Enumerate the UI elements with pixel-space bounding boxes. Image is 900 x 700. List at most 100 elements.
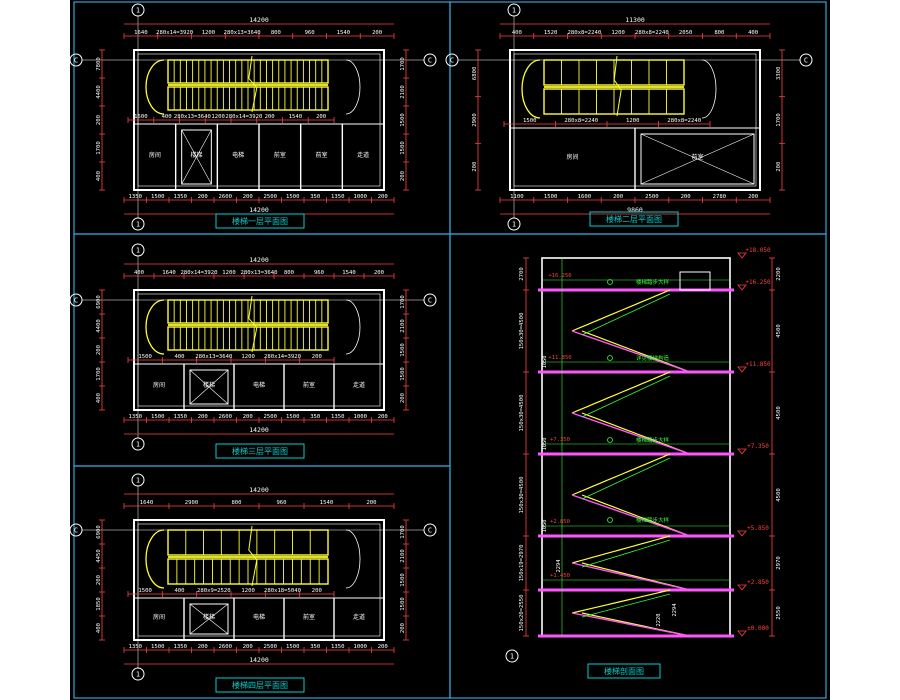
outer-wall bbox=[133, 289, 385, 411]
room-label: 房间 bbox=[566, 153, 578, 161]
dimension-text: 350 bbox=[310, 644, 320, 650]
dimension-text: 1640 bbox=[134, 30, 147, 36]
room-label: 电梯 bbox=[253, 381, 265, 389]
level-marker bbox=[737, 530, 747, 537]
dimension-text: 200 bbox=[378, 644, 388, 650]
section-right-dim-text: 4500 bbox=[776, 324, 782, 337]
dimension-text: 400 bbox=[134, 270, 144, 276]
dimension-text: 1000 bbox=[354, 194, 367, 200]
section-right-dim-text: 2550 bbox=[776, 606, 782, 619]
elevator-cross bbox=[189, 369, 229, 405]
axis-bottom-bubble-label: 1 bbox=[136, 671, 140, 679]
dimension-text: 1540 bbox=[320, 500, 333, 506]
dimension-text: 1500 bbox=[286, 194, 299, 200]
dimension-text: 960 bbox=[314, 270, 324, 276]
dimension-text: 280x13=3640 bbox=[195, 354, 232, 360]
stair-slab bbox=[571, 562, 691, 591]
section-title: 楼梯剖面图 bbox=[604, 666, 644, 676]
level-text: +5.850 bbox=[747, 525, 769, 532]
section-right-dim-text: 4500 bbox=[776, 406, 782, 419]
dimension-text: 1500 bbox=[523, 118, 536, 124]
section-axis-circle bbox=[505, 649, 519, 663]
note-marker bbox=[607, 437, 613, 443]
dimension-text: 280x14=3920 bbox=[180, 270, 217, 276]
room-label: 电梯 bbox=[232, 151, 244, 159]
room-label: 房间 bbox=[149, 151, 161, 159]
dimension-text: 1540 bbox=[337, 30, 350, 36]
dimension-text: 200 bbox=[312, 354, 322, 360]
dimension-text: 1500 bbox=[286, 414, 299, 420]
dimension-text: 400 bbox=[512, 30, 522, 36]
room-label: 走道 bbox=[353, 613, 365, 621]
dimension-text: 200 bbox=[243, 194, 253, 200]
left-level-text: +16.250 bbox=[548, 273, 571, 279]
dimension-text: 200 bbox=[96, 115, 102, 125]
plan-title: 楼梯四层平面图 bbox=[232, 680, 288, 690]
level-marker bbox=[737, 284, 747, 291]
dimension-text: 400 bbox=[174, 588, 184, 594]
dimension-text: 2900 bbox=[472, 113, 478, 126]
level-text: +11.850 bbox=[745, 361, 771, 368]
elevator-shaft bbox=[640, 133, 755, 185]
left-level-text: +7.350 bbox=[550, 437, 570, 443]
axis-top-bubble-label: 1 bbox=[136, 7, 140, 15]
dimension-text: 200 bbox=[748, 194, 758, 200]
dimension-text: 1200 bbox=[241, 588, 254, 594]
dimension-text: 4400 bbox=[96, 85, 102, 98]
axis-left-bubble-label: C bbox=[450, 57, 454, 65]
dimension-text: 800 bbox=[271, 30, 281, 36]
dimension-text: 1640 bbox=[162, 270, 175, 276]
axis-right-bubble-circle bbox=[423, 53, 437, 67]
dimension-text: 1000 bbox=[354, 644, 367, 650]
section-inner-dim: 2294 bbox=[556, 560, 562, 573]
section-note: 楼梯踏步大样 bbox=[636, 516, 670, 524]
dimension-text: 1700 bbox=[776, 113, 782, 126]
dimension-text: 200 bbox=[316, 114, 326, 120]
dimension-text: 1850 bbox=[96, 597, 102, 610]
overall-dimension-text: 11300 bbox=[625, 16, 645, 24]
section-view: +18.050+16.250+11.850+7.350+5.850+2.850±… bbox=[505, 247, 782, 679]
dimension-text: 400 bbox=[162, 114, 172, 120]
room-label: 电梯 bbox=[253, 613, 265, 621]
axis-bottom-bubble-label: 1 bbox=[136, 221, 140, 229]
section-outline bbox=[541, 257, 731, 637]
dimension-text: 200 bbox=[243, 644, 253, 650]
dimension-text: 280x13=3640 bbox=[240, 270, 277, 276]
left-level-text: +1.450 bbox=[550, 573, 570, 579]
elevator-shaft bbox=[181, 129, 212, 185]
panel-frame-section bbox=[449, 233, 827, 699]
section-left-dim-text: 150x20=2550 bbox=[519, 594, 525, 631]
dimension-text: 960 bbox=[305, 30, 315, 36]
dimension-text: 4400 bbox=[96, 319, 102, 332]
level-text: +7.350 bbox=[747, 443, 769, 450]
stair-handrail-line bbox=[581, 539, 671, 568]
section-title-box bbox=[587, 663, 661, 679]
stair-flight-upper bbox=[571, 453, 671, 496]
dimension-text: 1700 bbox=[400, 295, 406, 308]
dimension-text: 2600 bbox=[219, 644, 232, 650]
room-label: 楼梯 bbox=[203, 381, 215, 389]
elevator-shaft bbox=[189, 603, 229, 635]
section-inner-dim: 1050 bbox=[542, 356, 548, 369]
axis-bottom-bubble-circle bbox=[507, 217, 521, 231]
stair-handrail-line bbox=[581, 293, 671, 336]
stair-flight-upper bbox=[571, 589, 671, 614]
dimension-text: 1500 bbox=[151, 414, 164, 420]
dimension-text: 1200 bbox=[626, 118, 639, 124]
axis-bottom-bubble-label: 1 bbox=[512, 221, 516, 229]
section-left-dim-text: 150x30=4500 bbox=[519, 394, 525, 431]
roof-box bbox=[679, 271, 711, 291]
dimension-text: 1350 bbox=[174, 194, 187, 200]
dimension-text: 1200 bbox=[241, 354, 254, 360]
dimension-text: 1500 bbox=[151, 644, 164, 650]
dimension-text: 280x8=2240 bbox=[667, 118, 701, 124]
door-swing bbox=[701, 59, 717, 119]
dimension-text: 1500 bbox=[151, 194, 164, 200]
dimension-text: 280x13=3640 bbox=[224, 30, 261, 36]
bottom-overall-text: 14200 bbox=[249, 206, 269, 214]
dimension-text: 2050 bbox=[679, 30, 692, 36]
axis-right-bubble-circle bbox=[423, 293, 437, 307]
dimension-text: 200 bbox=[374, 270, 384, 276]
axis-right-bubble-label: C bbox=[428, 57, 432, 65]
dimension-text: 200 bbox=[472, 162, 478, 172]
